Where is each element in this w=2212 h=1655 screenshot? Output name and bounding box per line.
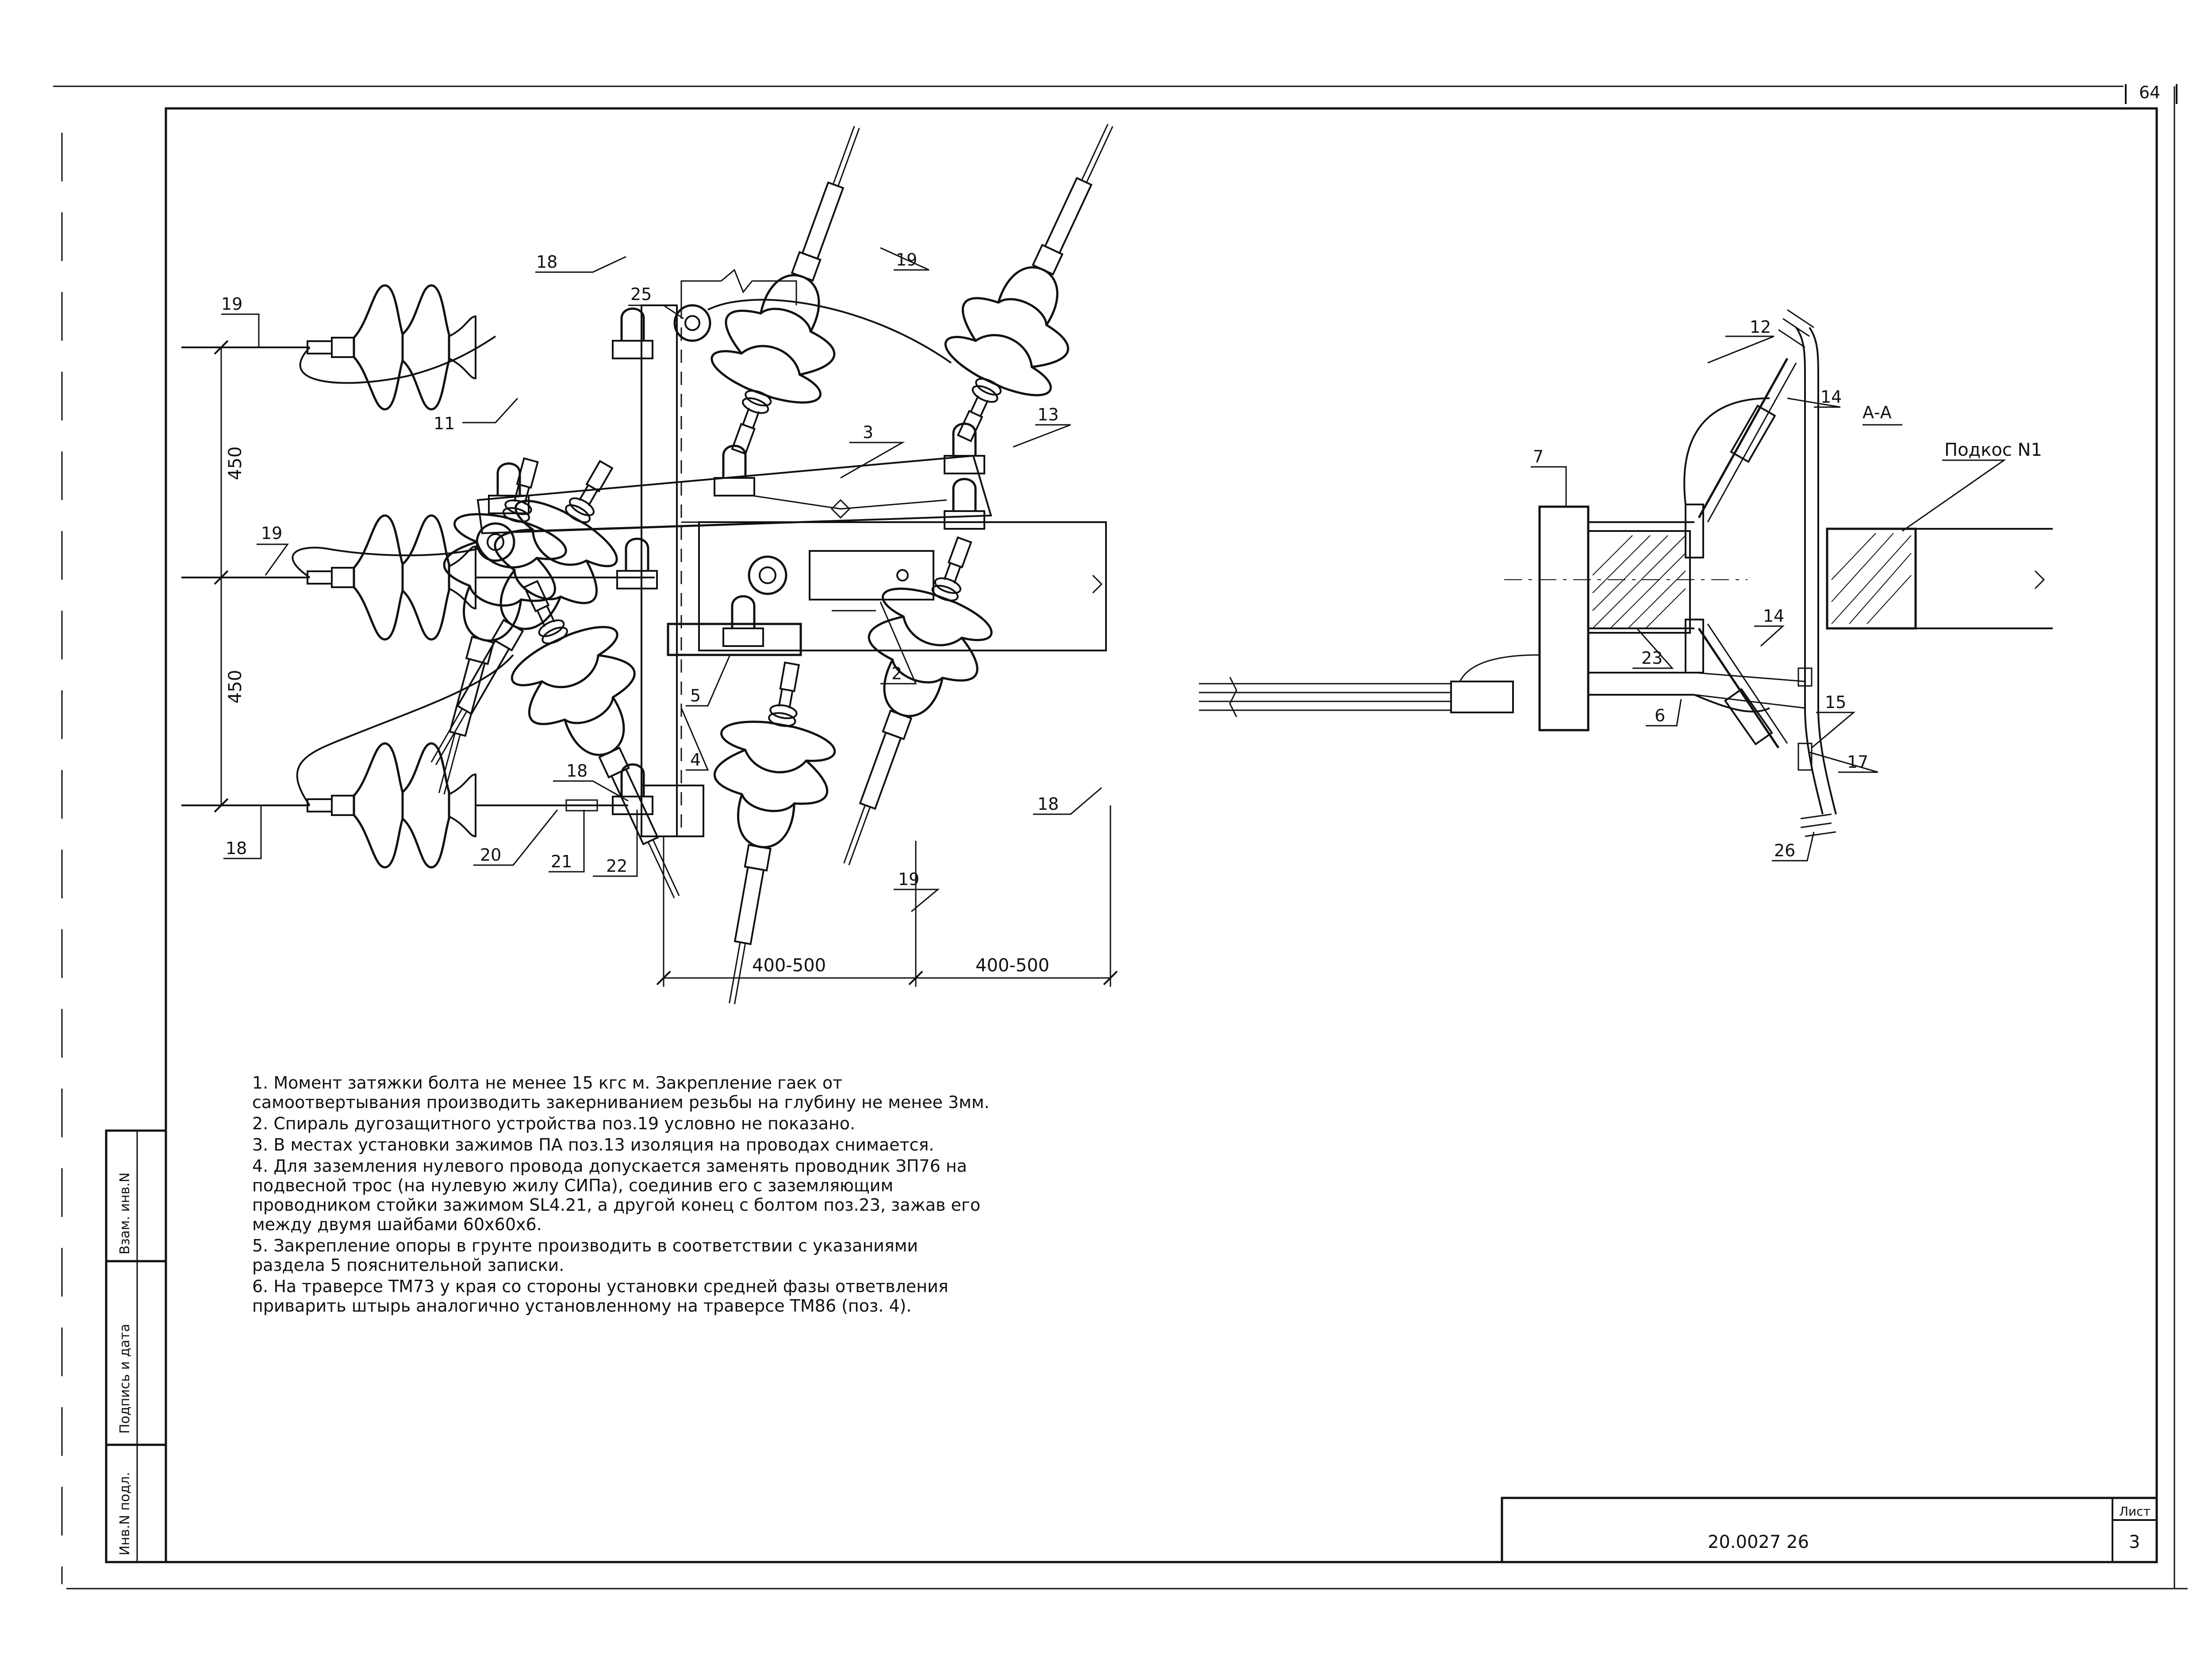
pos-23: 23 — [1641, 648, 1663, 668]
pos-18-top: 18 — [536, 252, 557, 272]
dim-450-bottom: 450 — [225, 670, 246, 704]
pos-12: 12 — [1750, 317, 1771, 337]
note-4: 4. Для заземления нулевого провода допус… — [252, 1156, 981, 1234]
pos-25: 25 — [630, 285, 652, 304]
pos-20: 20 — [480, 845, 501, 865]
title-block — [1501, 1497, 2158, 1563]
right-view-section — [1199, 309, 2053, 862]
note-1: 1. Момент затяжки болта не менее 15 кгс … — [252, 1073, 990, 1112]
side-stamp — [105, 1129, 167, 1563]
pos-15: 15 — [1825, 693, 1846, 712]
dim-450-top: 450 — [225, 446, 246, 480]
pos-19-mid: 19 — [261, 523, 282, 543]
pos-17: 17 — [1847, 752, 1868, 772]
pos-14-top: 14 — [1820, 387, 1842, 407]
section-label-a-a: А-А — [1863, 403, 1892, 422]
pos-22: 22 — [606, 856, 627, 876]
page-number: 64 — [2139, 83, 2160, 102]
sheet-number: 3 — [2129, 1532, 2140, 1552]
podkos-label: Подкос N1 — [1944, 440, 2042, 460]
stamp-inv-podl: Инв.N подл. — [117, 1472, 133, 1555]
pos-5: 5 — [690, 686, 701, 705]
note-3: 3. В местах установки зажимов ПА поз.13 … — [252, 1135, 934, 1155]
dim-400-500-right: 400-500 — [975, 955, 1049, 976]
pos-19-bottom: 19 — [898, 870, 919, 889]
doc-code: 20.0027 26 — [1708, 1532, 1809, 1552]
pos-18-mid: 18 — [566, 761, 588, 781]
pos-2: 2 — [891, 664, 902, 683]
note-5: 5. Закрепление опоры в грунте производит… — [252, 1236, 918, 1275]
pos-18-bottom: 18 — [226, 839, 247, 858]
pos-19-top: 19 — [896, 250, 917, 269]
note-2: 2. Спираль дугозащитного устройства поз.… — [252, 1114, 856, 1133]
note-6: 6. На траверсе ТМ73 у края со стороны ус… — [252, 1277, 949, 1316]
left-view-structure — [181, 101, 1162, 1014]
dim-400-500-left: 400-500 — [752, 955, 826, 976]
notes-block: 1. Момент затяжки болта не менее 15 кгс … — [252, 1073, 1225, 1317]
pos-14-mid: 14 — [1763, 606, 1784, 626]
pos-3: 3 — [863, 423, 873, 442]
pos-26: 26 — [1774, 841, 1795, 860]
pos-4: 4 — [690, 750, 701, 770]
stamp-vzam-inv: Взам. инв.N — [117, 1173, 133, 1255]
sheet-label: Лист — [2119, 1504, 2151, 1519]
pos-6: 6 — [1655, 706, 1665, 725]
pos-18-right: 18 — [1037, 794, 1059, 814]
pos-11: 11 — [434, 414, 455, 433]
sheet-frame — [53, 84, 2188, 1590]
pos-19-left-top: 19 — [221, 294, 242, 314]
pos-13: 13 — [1037, 405, 1059, 424]
stamp-podpis-data: Подпись и дата — [117, 1324, 133, 1434]
pos-21: 21 — [551, 852, 572, 871]
pos-7: 7 — [1533, 447, 1544, 466]
